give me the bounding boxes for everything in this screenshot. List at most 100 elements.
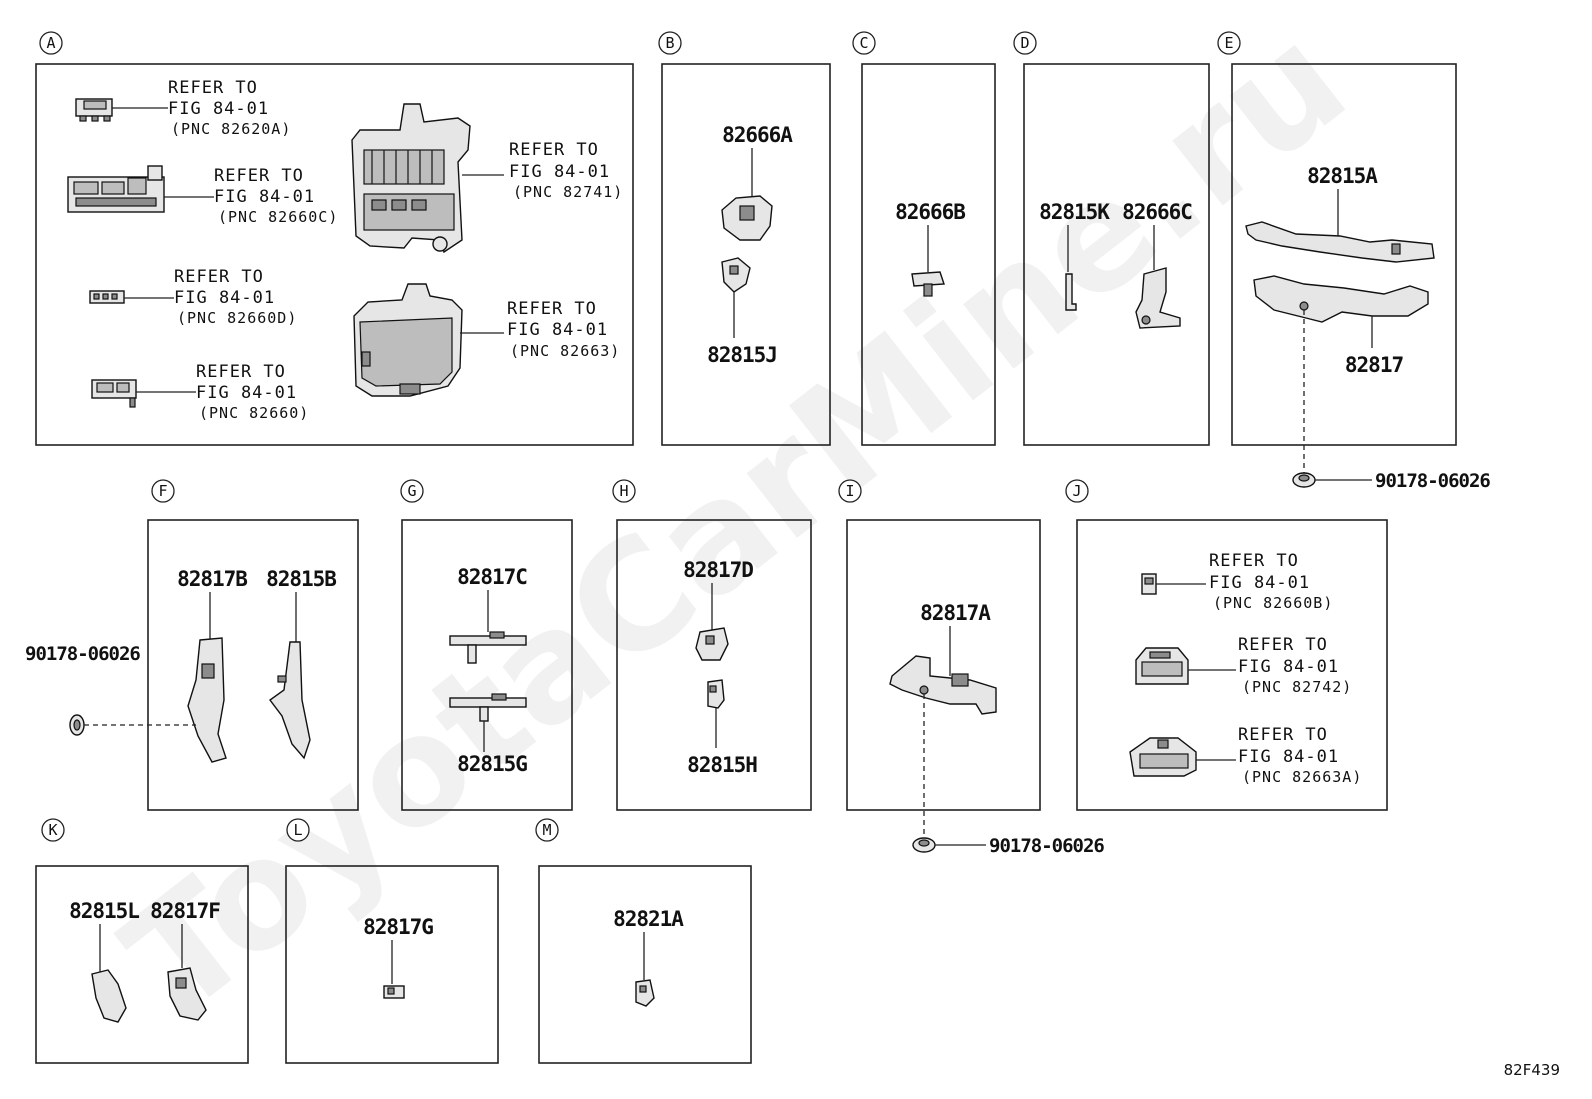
- ref-a1-line1: REFER TO: [168, 78, 258, 98]
- clip-90178-06026-i-drawing: [912, 837, 936, 853]
- bracket-82815j-drawing: [721, 257, 751, 293]
- section-label-l: L: [286, 818, 310, 842]
- ref-j2-pnc: (PNC 82742): [1242, 678, 1352, 696]
- section-label-k: K: [41, 818, 65, 842]
- frame-k: [35, 865, 249, 1064]
- section-label-d: D: [1013, 31, 1037, 55]
- ref-a5-pnc: (PNC 82741): [513, 183, 623, 201]
- ref-a3-pnc: (PNC 82660D): [177, 309, 297, 327]
- part-number-82821a: 82821A: [613, 907, 684, 931]
- section-label-f: F: [151, 479, 175, 503]
- section-label-j: J: [1065, 479, 1089, 503]
- section-h: 82817D 82815H: [683, 558, 758, 777]
- ref-a6-pnc: (PNC 82663): [510, 342, 620, 360]
- ref-a4-line1: REFER TO: [196, 362, 286, 382]
- frame-b: [661, 63, 831, 446]
- section-labels: A B C D E F G H I J K L M: [39, 31, 1241, 842]
- ref-a1-line2: FIG 84-01: [168, 99, 269, 119]
- ref-a3-line1: REFER TO: [174, 267, 264, 287]
- connector-82620a-drawing: [75, 98, 113, 122]
- section-d: 82815K 82666C: [1039, 200, 1193, 329]
- part-number-82817a: 82817A: [920, 601, 991, 625]
- section-f: 82817B 82815B 90178-06026: [25, 567, 337, 763]
- section-label-c: C: [852, 31, 876, 55]
- relay-82742-drawing: [1135, 647, 1189, 685]
- section-label-e: E: [1217, 31, 1241, 55]
- section-j: REFER TO FIG 84-01 (PNC 82660B) REFER TO…: [1129, 551, 1362, 786]
- figure-code: 82F439: [1504, 1061, 1560, 1079]
- connector-82660b-drawing: [1141, 573, 1157, 595]
- part-number-82817: 82817: [1345, 353, 1404, 377]
- svg-text:K: K: [48, 821, 57, 839]
- section-label-a: A: [39, 31, 63, 55]
- section-frames: [35, 63, 1457, 1064]
- bracket-82817a-drawing: [889, 655, 997, 715]
- clip-90178-06026-e-drawing: [1292, 472, 1316, 488]
- part-number-82817f: 82817F: [150, 899, 220, 923]
- part-number-90178-06026-i: 90178-06026: [989, 835, 1104, 857]
- watermark: ToyotaCarMine.ru: [95, 0, 1377, 1048]
- bracket-82817c-drawing: [449, 631, 527, 664]
- part-number-82817d: 82817D: [683, 558, 753, 582]
- bracket-82815k-drawing: [1065, 273, 1077, 311]
- frame-m: [538, 865, 752, 1064]
- ref-j1-pnc: (PNC 82660B): [1213, 594, 1333, 612]
- svg-text:F: F: [158, 482, 167, 500]
- connector-82660d-drawing: [89, 290, 125, 304]
- frame-e: [1231, 63, 1457, 446]
- frame-a: [35, 63, 634, 446]
- section-e: 82815A 82817 90178-06026: [1245, 164, 1491, 492]
- section-label-b: B: [658, 31, 682, 55]
- clip-82666b-drawing: [911, 271, 945, 297]
- bracket-82817f-drawing: [167, 967, 207, 1021]
- frame-i: [846, 519, 1041, 811]
- bracket-82666a-drawing: [721, 195, 773, 241]
- part-number-82817c: 82817C: [457, 565, 527, 589]
- part-number-82666c: 82666C: [1122, 200, 1192, 224]
- ref-a4-pnc: (PNC 82660): [199, 404, 309, 422]
- clip-82817g-drawing: [383, 985, 405, 999]
- part-number-82815l: 82815L: [69, 899, 139, 923]
- section-i: 82817A 90178-06026: [889, 601, 1105, 857]
- svg-text:L: L: [293, 821, 302, 839]
- section-a: REFER TO FIG 84-01 (PNC 82620A) REFER TO…: [67, 78, 623, 422]
- part-number-90178-06026-e: 90178-06026: [1375, 470, 1490, 492]
- part-number-82815b: 82815B: [266, 567, 336, 591]
- bracket-82815b-drawing: [269, 641, 311, 760]
- bracket-82817d-drawing: [695, 627, 729, 661]
- part-number-82817g: 82817G: [363, 915, 433, 939]
- bracket-82815l-drawing: [91, 969, 127, 1023]
- ref-j3-pnc: (PNC 82663A): [1242, 768, 1362, 786]
- part-number-82815k: 82815K: [1039, 200, 1110, 224]
- frame-j: [1076, 519, 1388, 811]
- svg-text:G: G: [407, 482, 416, 500]
- bracket-82817-drawing: [1253, 275, 1429, 323]
- svg-text:B: B: [665, 34, 674, 52]
- section-label-m: M: [535, 818, 559, 842]
- ref-j3-line1: REFER TO: [1238, 725, 1328, 745]
- part-number-90178-06026-f: 90178-06026: [25, 643, 140, 665]
- svg-text:C: C: [859, 34, 868, 52]
- bracket-82666c-drawing: [1135, 267, 1181, 329]
- ref-a6-line1: REFER TO: [507, 299, 597, 319]
- clip-90178-06026-f-drawing: [69, 714, 85, 736]
- ref-a1-pnc: (PNC 82620A): [171, 120, 291, 138]
- svg-text:D: D: [1020, 34, 1029, 52]
- frame-f: [147, 519, 359, 811]
- frame-h: [616, 519, 812, 811]
- section-b: 82666A 82815J: [707, 123, 794, 367]
- ref-j1-line1: REFER TO: [1209, 551, 1299, 571]
- part-number-82666a: 82666A: [722, 123, 793, 147]
- relay-block-82741-drawing: [351, 103, 471, 254]
- frame-g: [401, 519, 573, 811]
- section-l: 82817G: [363, 915, 434, 999]
- ref-a5-line2: FIG 84-01: [509, 162, 610, 182]
- ref-j2-line1: REFER TO: [1238, 635, 1328, 655]
- svg-text:E: E: [1224, 34, 1233, 52]
- section-label-g: G: [400, 479, 424, 503]
- bracket-82815h-drawing: [707, 679, 725, 709]
- frame-c: [861, 63, 996, 446]
- frame-l: [285, 865, 499, 1064]
- section-k: 82815L 82817F: [69, 899, 221, 1023]
